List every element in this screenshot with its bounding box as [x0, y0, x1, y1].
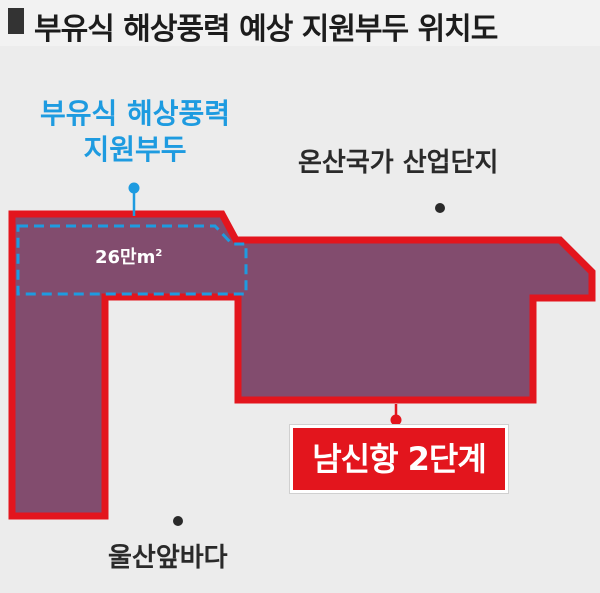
- title-bar: 부유식 해상풍력 예상 지원부두 위치도: [0, 0, 600, 47]
- phase2-marker: [390, 414, 402, 426]
- industrial-complex-dot: [435, 203, 445, 213]
- phase2-label: 남신항 2단계: [312, 440, 487, 478]
- sea-label: 울산앞바다: [108, 543, 228, 573]
- map-title: 부유식 해상풍력 예상 지원부두 위치도: [34, 12, 498, 47]
- support-pier-label-line2: 지원부두: [83, 133, 187, 166]
- phase2-badge: 남신항 2단계: [290, 425, 508, 493]
- namsinhang-phase2-area: [8, 210, 596, 520]
- support-pier-area: [16, 224, 248, 296]
- sea-dot: [173, 516, 183, 526]
- area-unit-superscript: 2: [155, 248, 163, 259]
- support-pier-label: 부유식 해상풍력 지원부두: [0, 96, 270, 168]
- industrial-complex-label: 온산국가 산업단지: [298, 148, 499, 178]
- area-value: 26만m: [95, 247, 156, 268]
- area-label: 26만m2: [95, 243, 162, 269]
- support-pier-label-line1: 부유식 해상풍력: [39, 97, 231, 130]
- title-bullet-square: [8, 8, 24, 34]
